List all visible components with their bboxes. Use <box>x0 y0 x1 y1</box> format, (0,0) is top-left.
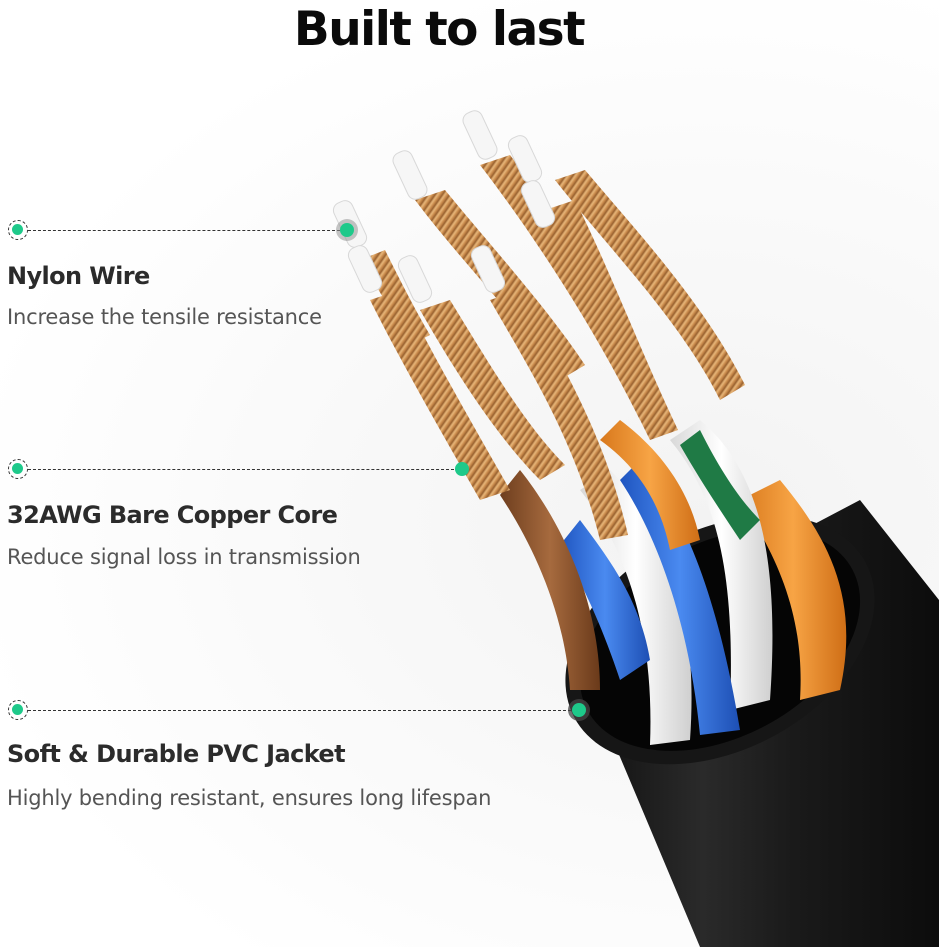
feature-description: Increase the tensile resistance <box>7 305 322 329</box>
callout-leader-line <box>28 469 454 470</box>
callout-leader-line <box>28 710 571 711</box>
callout-start-dot-icon <box>8 220 28 240</box>
callout-start-dot-icon <box>8 700 28 720</box>
feature-title: Soft & Durable PVC Jacket <box>7 740 346 768</box>
feature-title: 32AWG Bare Copper Core <box>7 501 338 529</box>
feature-description: Highly bending resistant, ensures long l… <box>7 786 492 810</box>
feature-description: Reduce signal loss in transmission <box>7 545 361 569</box>
insulated-pairs <box>500 420 847 745</box>
callout-target-dot-icon <box>340 223 354 237</box>
callout-target-dot-icon <box>572 703 586 717</box>
callout-target-dot-icon <box>455 462 469 476</box>
page-title: Built to last <box>293 2 586 57</box>
feature-title: Nylon Wire <box>7 262 150 290</box>
callout-start-dot-icon <box>8 459 28 479</box>
callout-leader-line <box>28 230 340 231</box>
